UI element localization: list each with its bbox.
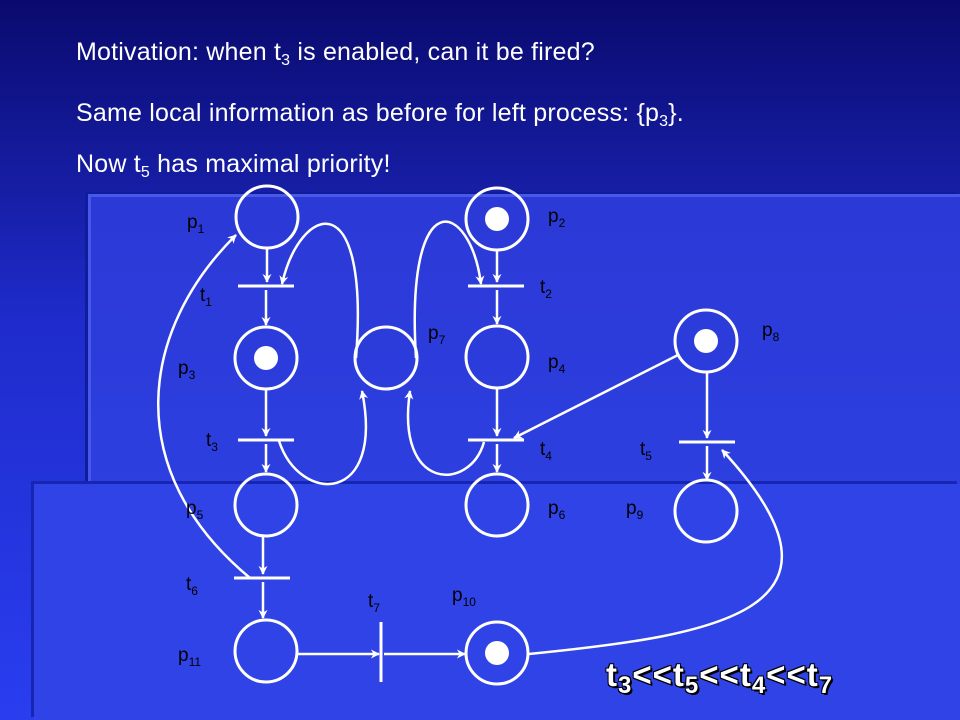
- arcs-layer: [157, 220, 784, 659]
- prio-t4: t: [806, 656, 819, 693]
- token-p2: [485, 207, 509, 231]
- arc-p7-to-t1: [279, 222, 360, 359]
- arc-p10-to-t5: [528, 449, 784, 656]
- prio-sep3: <<: [766, 656, 807, 693]
- arc-t6-to-p1: [157, 234, 251, 579]
- place-label-p3: p3: [178, 358, 196, 382]
- place-label-p6: p6: [548, 498, 566, 522]
- line2-subscript: 3: [659, 113, 669, 130]
- prio-t3: t: [739, 656, 752, 693]
- place-label-p11: p11: [178, 645, 201, 669]
- arc-p8-to-t4: [513, 353, 679, 440]
- transition-label-t6: t6: [186, 574, 198, 598]
- transitions-layer: [234, 284, 735, 682]
- transition-label-t4: t4: [540, 439, 552, 463]
- prio-t2: t: [672, 656, 685, 693]
- place-label-p9: p9: [626, 498, 644, 522]
- arc-t4-to-p7: [404, 390, 486, 476]
- labels-layer: p1 p2 p3 p4 p5 p6 p7 p8 p9 p10 p11 t1 t2 t3 t4 t5 t6 t7: [178, 206, 780, 669]
- place-p2: [464, 186, 530, 252]
- transition-label-t7: t7: [368, 591, 380, 615]
- places-layer: [233, 184, 739, 686]
- line2-text-a: Same local information as before for lef…: [76, 99, 660, 127]
- slide-line-local-info: Same local information as before for lef…: [76, 99, 684, 130]
- prio-sub2: 5: [684, 672, 700, 699]
- slide-line-motivation: Motivation: when t3 is enabled, can it b…: [76, 38, 595, 69]
- place-label-p1: p1: [187, 212, 205, 236]
- line1-subscript: 3: [281, 52, 291, 69]
- line3-subscript: 5: [140, 164, 151, 181]
- arc-p7-to-t2: [413, 220, 485, 359]
- slide-line-priority-note: Now t5 has maximal priority!: [76, 150, 391, 181]
- place-p10: [464, 620, 530, 686]
- prio-sep1: <<: [632, 656, 673, 693]
- prio-sub3: 4: [751, 672, 767, 699]
- prio-sep2: <<: [699, 656, 740, 693]
- place-label-p4: p4: [548, 352, 566, 376]
- transition-label-t2: t2: [540, 277, 552, 301]
- arc-t3-to-p7: [277, 390, 369, 486]
- line1-text-a: Motivation: when t: [76, 38, 282, 66]
- line1-text-b: is enabled, can it be fired?: [290, 38, 595, 66]
- place-p11: [233, 618, 299, 684]
- place-p4: [464, 324, 530, 390]
- place-p1: [234, 184, 300, 250]
- token-p8: [694, 329, 718, 353]
- transition-label-t5: t5: [640, 439, 652, 463]
- token-p10: [485, 641, 509, 665]
- background-panel-lower: [34, 484, 960, 720]
- line2-text-b: }.: [668, 99, 684, 127]
- line3-text-a: Now t: [76, 150, 141, 178]
- prio-sub1: 3: [618, 672, 633, 699]
- place-label-p2: p2: [548, 206, 566, 230]
- place-p8: [673, 308, 739, 374]
- priority-order-label: t3<<t5<<t4<<t7: [606, 656, 833, 698]
- place-label-p7: p7: [428, 323, 446, 347]
- prio-t1: t: [606, 656, 618, 693]
- place-label-p5: p5: [186, 498, 204, 522]
- place-p9: [673, 478, 739, 544]
- transition-label-t3: t3: [206, 430, 218, 454]
- line3-text-b: has maximal priority!: [150, 150, 391, 178]
- place-label-p8: p8: [762, 320, 780, 344]
- place-p3: [233, 325, 299, 391]
- place-p5: [233, 472, 299, 538]
- prio-sub4: 7: [818, 672, 834, 699]
- place-p6: [464, 472, 530, 538]
- place-p7: [353, 325, 419, 391]
- token-p3: [254, 346, 278, 370]
- transition-label-t1: t1: [200, 285, 212, 309]
- place-label-p10: p10: [452, 585, 476, 609]
